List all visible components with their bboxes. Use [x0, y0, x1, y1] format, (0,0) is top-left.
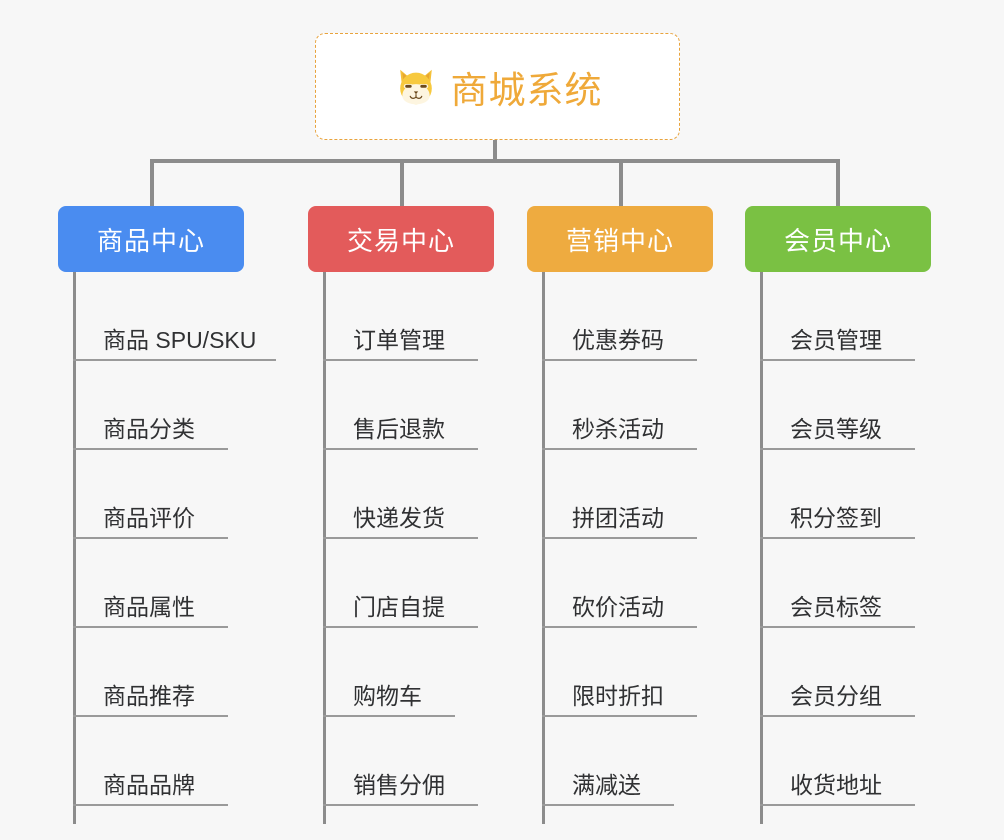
leaf-label: 优惠券码 [572, 326, 664, 353]
leaf-underline [760, 626, 915, 628]
leaf-label: 商品 SPU/SKU [103, 326, 257, 353]
leaf-underline [542, 804, 674, 806]
leaf-label: 购物车 [353, 682, 422, 709]
leaf-item[interactable]: 拼团活动 [542, 450, 697, 539]
leaf-underline [760, 448, 915, 450]
leaf-label: 商品评价 [103, 504, 195, 531]
leaf-item[interactable]: 砍价活动 [542, 539, 697, 628]
branch-header-0[interactable]: 商品中心 [58, 206, 244, 272]
leaf-item[interactable]: 限时折扣 [542, 628, 697, 717]
branch-spine [323, 272, 326, 824]
leaf-item[interactable]: 优惠券码 [542, 272, 697, 361]
leaf-underline [73, 448, 228, 450]
leaf-underline [760, 804, 915, 806]
leaf-item[interactable]: 快递发货 [323, 450, 478, 539]
leaf-underline [73, 715, 228, 717]
leaf-item[interactable]: 商品评价 [73, 450, 228, 539]
leaf-underline [542, 359, 697, 361]
leaf-item[interactable]: 会员标签 [760, 539, 915, 628]
leaf-underline [323, 537, 478, 539]
branch-spine [73, 272, 76, 824]
leaf-item[interactable]: 售后退款 [323, 361, 478, 450]
leaf-underline [323, 715, 455, 717]
leaf-label: 积分签到 [790, 504, 882, 531]
leaf-underline [760, 359, 915, 361]
leaf-underline [73, 804, 228, 806]
root-label: 商城系统 [450, 69, 603, 111]
leaf-underline [542, 626, 697, 628]
leaf-label: 商品品牌 [103, 771, 195, 798]
branch-drop-connector-2 [400, 159, 404, 206]
leaf-label: 会员标签 [790, 593, 882, 620]
root-stem-connector [493, 140, 497, 161]
leaf-underline [323, 448, 478, 450]
branch-spine [760, 272, 763, 824]
leaf-label: 限时折扣 [572, 682, 664, 709]
leaf-underline [542, 537, 697, 539]
branch-header-label: 会员中心 [783, 225, 892, 256]
leaf-item[interactable]: 门店自提 [323, 539, 478, 628]
leaf-label: 商品推荐 [103, 682, 195, 709]
leaf-label: 收货地址 [790, 771, 882, 798]
leaf-underline [73, 537, 228, 539]
leaf-item[interactable]: 满减送 [542, 717, 674, 806]
leaf-label: 会员等级 [790, 415, 882, 442]
leaf-underline [73, 359, 276, 361]
leaf-label: 拼团活动 [572, 504, 664, 531]
leaf-item[interactable]: 销售分佣 [323, 717, 478, 806]
leaf-item[interactable]: 购物车 [323, 628, 455, 717]
leaf-item[interactable]: 商品分类 [73, 361, 228, 450]
branch-drop-connector-1 [150, 159, 154, 206]
leaf-underline [73, 626, 228, 628]
leaf-item[interactable]: 会员分组 [760, 628, 915, 717]
branch-drop-connector-4 [836, 159, 840, 206]
leaf-item[interactable]: 商品 SPU/SKU [73, 272, 276, 361]
leaf-label: 商品分类 [103, 415, 195, 442]
leaf-underline [542, 715, 697, 717]
leaf-item[interactable]: 秒杀活动 [542, 361, 697, 450]
leaf-item[interactable]: 商品推荐 [73, 628, 228, 717]
leaf-item[interactable]: 积分签到 [760, 450, 915, 539]
branch-drop-connector-3 [619, 159, 623, 206]
leaf-underline [542, 448, 697, 450]
leaf-label: 快递发货 [353, 504, 445, 531]
leaf-label: 商品属性 [103, 593, 195, 620]
root-node[interactable]: 商城系统 [315, 33, 680, 140]
branch-header-label: 营销中心 [565, 225, 674, 256]
leaf-underline [323, 626, 478, 628]
leaf-item[interactable]: 会员等级 [760, 361, 915, 450]
branch-header-1[interactable]: 交易中心 [308, 206, 494, 272]
leaf-label: 售后退款 [353, 415, 445, 442]
leaf-label: 订单管理 [353, 326, 445, 353]
leaf-label: 满减送 [572, 771, 641, 798]
leaf-underline [760, 715, 915, 717]
leaf-label: 门店自提 [353, 593, 445, 620]
leaf-label: 秒杀活动 [572, 415, 664, 442]
branch-header-label: 交易中心 [346, 225, 455, 256]
branch-bus-connector [150, 159, 840, 163]
shiba-dog-face-icon [393, 64, 439, 110]
leaf-label: 砍价活动 [572, 593, 664, 620]
leaf-label: 会员管理 [790, 326, 882, 353]
leaf-label: 会员分组 [790, 682, 882, 709]
leaf-item[interactable]: 商品品牌 [73, 717, 228, 806]
leaf-item[interactable]: 会员管理 [760, 272, 915, 361]
branch-header-2[interactable]: 营销中心 [527, 206, 713, 272]
branch-header-label: 商品中心 [96, 225, 205, 256]
leaf-underline [323, 804, 478, 806]
leaf-item[interactable]: 收货地址 [760, 717, 915, 806]
branch-spine [542, 272, 545, 824]
branch-header-3[interactable]: 会员中心 [745, 206, 931, 272]
leaf-label: 销售分佣 [353, 771, 445, 798]
leaf-item[interactable]: 订单管理 [323, 272, 478, 361]
leaf-underline [760, 537, 915, 539]
leaf-item[interactable]: 商品属性 [73, 539, 228, 628]
leaf-underline [323, 359, 478, 361]
